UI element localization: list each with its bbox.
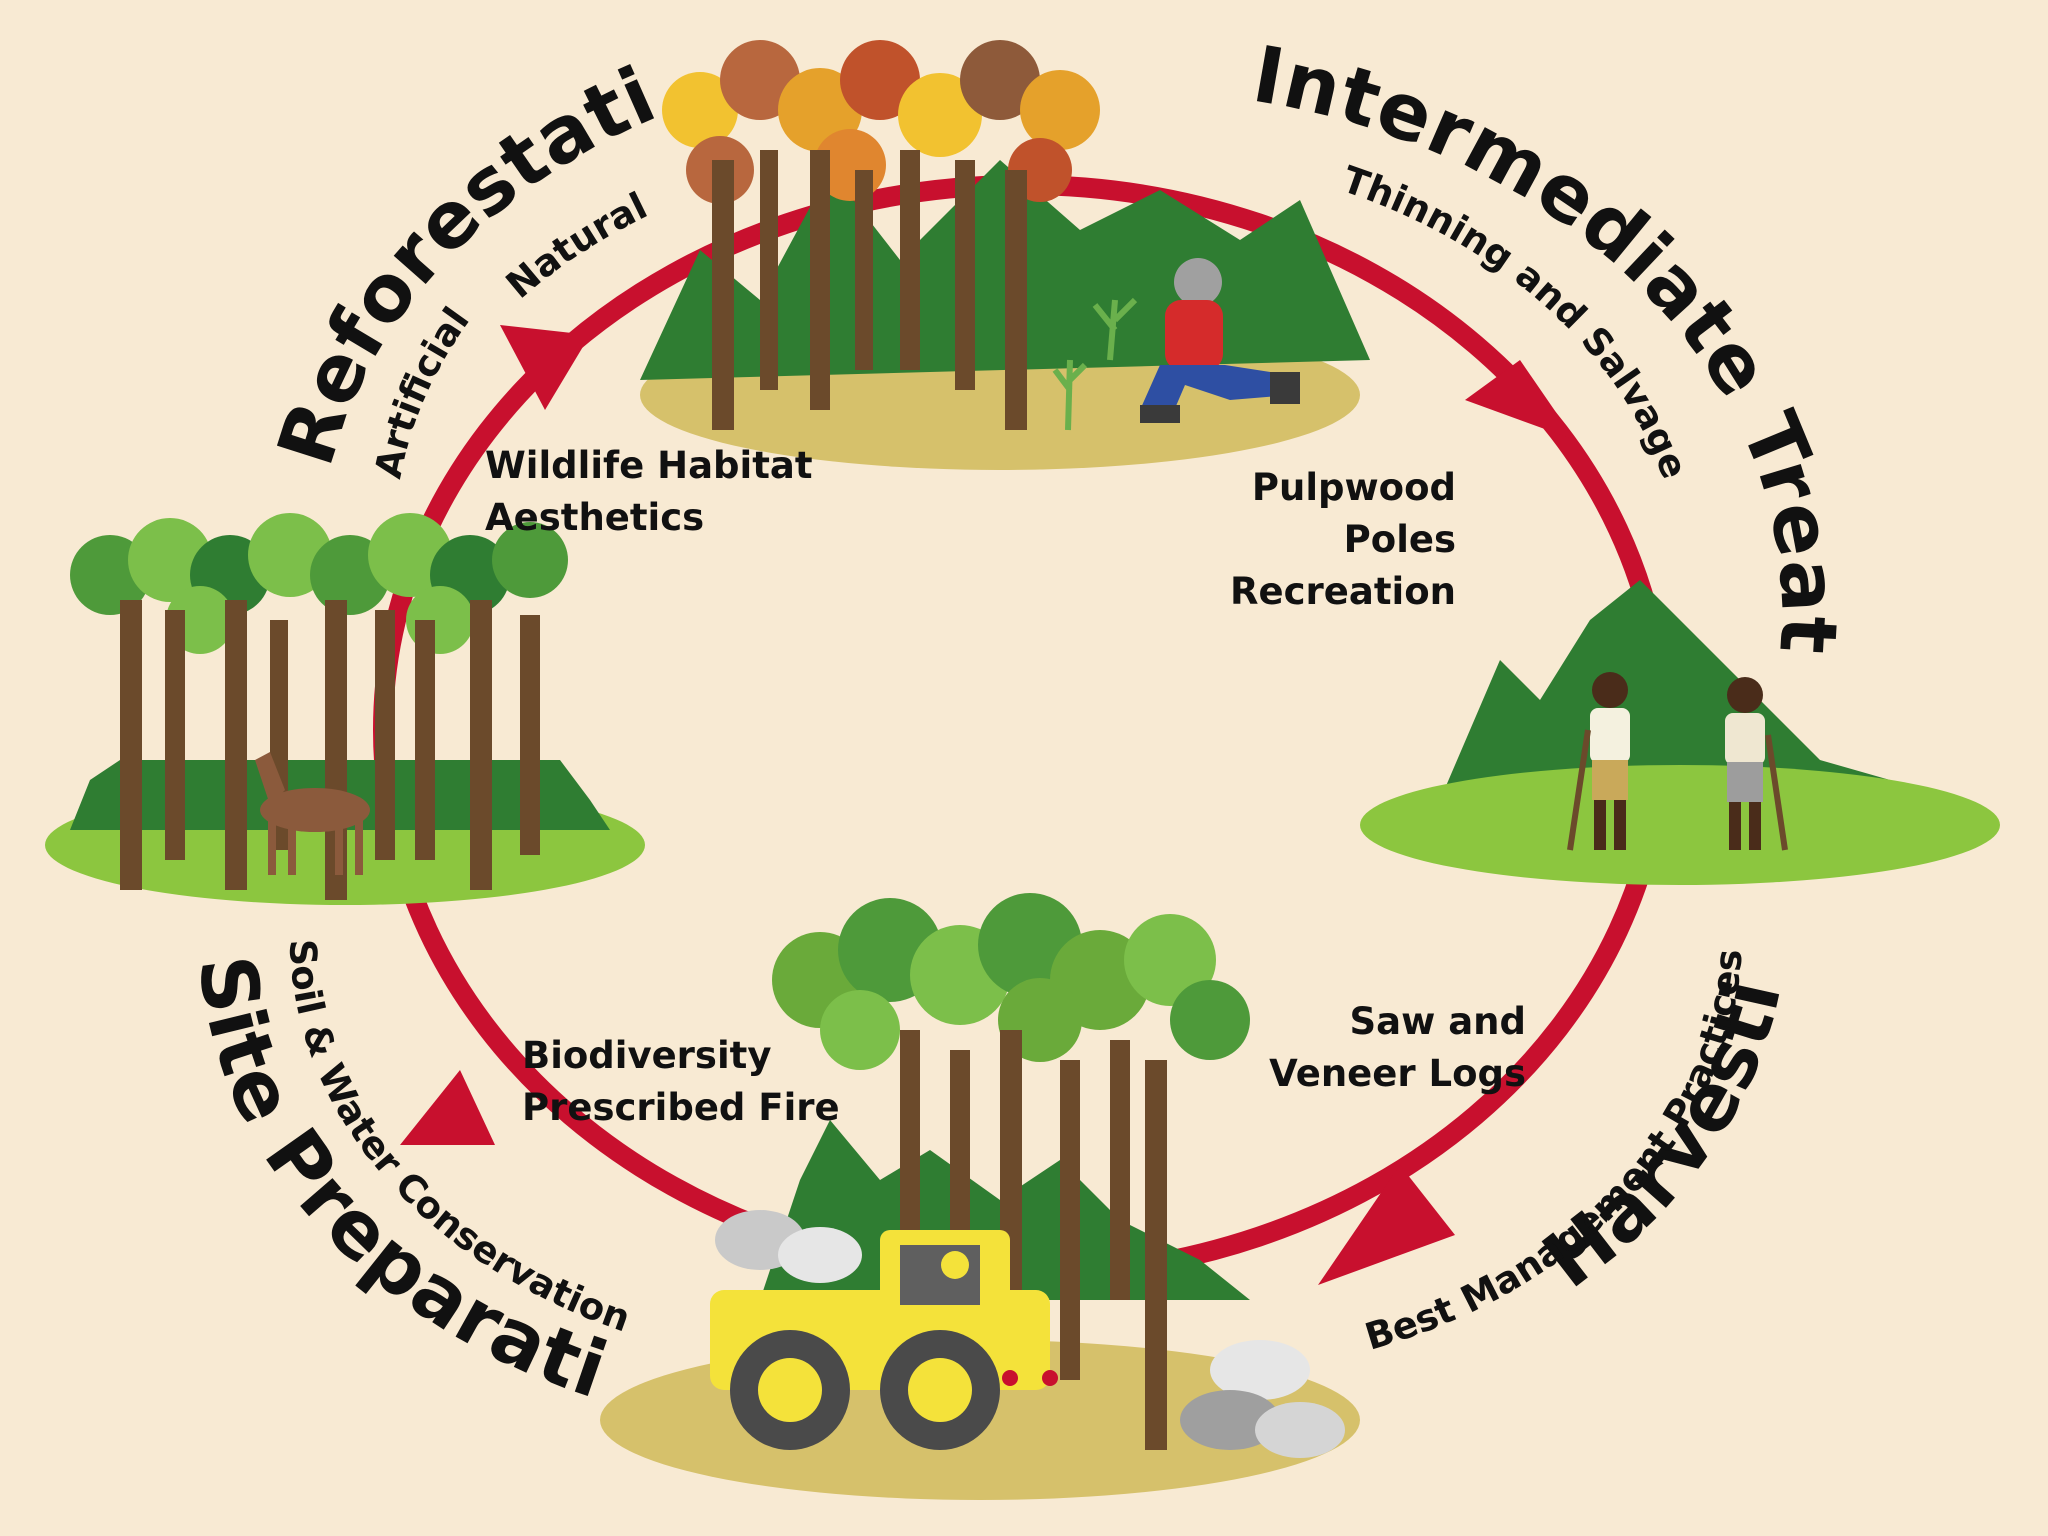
cycle-arrowhead-bottom-left	[400, 1070, 495, 1145]
note-top-left: Wildlife Habitat Aesthetics	[485, 440, 813, 544]
note-line: Biodiversity	[522, 1034, 772, 1077]
green-canopy	[772, 893, 1250, 1070]
autumn-trunks	[712, 150, 1027, 430]
note-line: Recreation	[1230, 570, 1456, 613]
cycle-arrowhead-top-right	[1465, 360, 1575, 440]
scene-hills	[1440, 580, 1930, 800]
cycle-arrowhead-top-left	[500, 325, 590, 410]
cycle-arrowhead-bottom-right	[1318, 1165, 1455, 1285]
autumn-canopy	[662, 40, 1100, 204]
scene-reforestation-planting	[640, 40, 1370, 470]
scene-ground	[1360, 765, 2000, 885]
note-bottom-right: Saw and Veneer Logs	[1269, 996, 1526, 1100]
note-top-right: Pulpwood Poles Recreation	[1230, 462, 1456, 618]
note-line: Prescribed Fire	[522, 1086, 840, 1129]
note-line: Poles	[1343, 518, 1456, 561]
planter-person	[1052, 258, 1300, 431]
note-bottom-left: Biodiversity Prescribed Fire	[522, 1030, 840, 1134]
scene-intermediate-treatment	[1360, 580, 2000, 885]
tractor	[710, 1230, 1058, 1450]
note-line: Wildlife Habitat	[485, 444, 813, 487]
walker-right	[1725, 677, 1788, 851]
forest-trunks	[120, 600, 540, 900]
rock-pile	[715, 1210, 1345, 1458]
note-line: Aesthetics	[485, 496, 705, 539]
forest-canopy	[70, 513, 568, 654]
note-line: Veneer Logs	[1269, 1052, 1526, 1095]
scene-site-preparation-forest	[45, 513, 645, 905]
scene-harvesting	[600, 893, 1360, 1500]
deer	[255, 752, 370, 875]
note-line: Pulpwood	[1251, 466, 1456, 509]
walker-left	[1567, 672, 1630, 851]
note-line: Saw and	[1349, 1000, 1526, 1043]
